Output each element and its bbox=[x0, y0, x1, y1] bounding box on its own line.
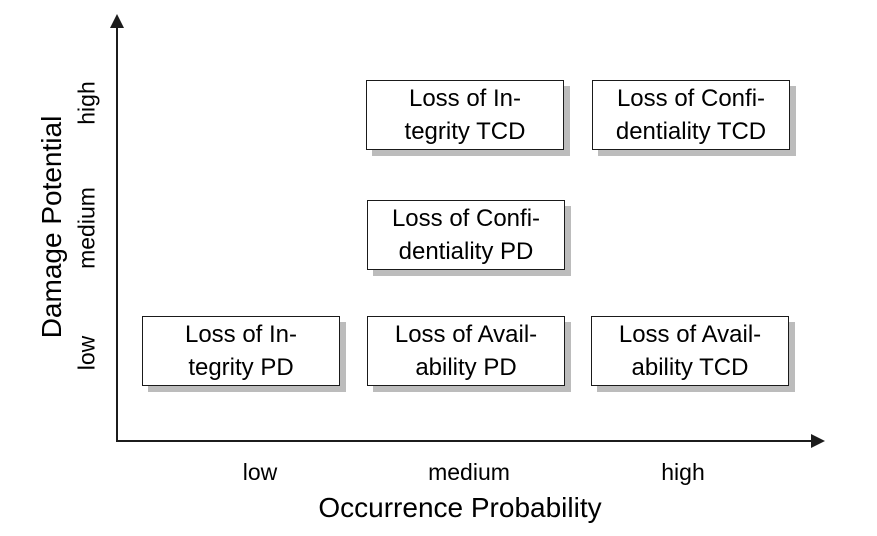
node-label-line: tegrity PD bbox=[188, 354, 294, 381]
node-loss-of-availability-tcd: Loss of Avail- ability TCD bbox=[591, 316, 789, 386]
node-label-line: Loss of Avail- bbox=[394, 321, 538, 348]
node-label-line: Loss of Confi- bbox=[616, 85, 766, 112]
y-tick-low: low bbox=[73, 335, 100, 371]
x-axis-title: Occurrence Probability bbox=[318, 492, 602, 523]
node-label-line: Loss of Avail- bbox=[618, 321, 762, 348]
node-label-line: Loss of In- bbox=[184, 321, 298, 348]
node-label-line: tegrity TCD bbox=[404, 118, 526, 145]
node-loss-of-availability-pd: Loss of Avail- ability PD bbox=[367, 316, 565, 386]
node-label-line: Loss of In- bbox=[408, 85, 522, 112]
node-label-line: Loss of Confi- bbox=[391, 205, 541, 232]
x-tick-high: high bbox=[661, 459, 705, 485]
node-label-line: ability TCD bbox=[631, 354, 749, 381]
node-loss-of-confidentiality-tcd: Loss of Confi- dentiality TCD bbox=[592, 80, 790, 150]
node-loss-of-integrity-pd: Loss of In- tegrity PD bbox=[142, 316, 340, 386]
node-label-line: dentiality PD bbox=[398, 238, 534, 265]
arrow-right-icon bbox=[811, 434, 825, 448]
x-tick-medium: medium bbox=[428, 459, 510, 485]
node-loss-of-confidentiality-pd: Loss of Confi- dentiality PD bbox=[367, 200, 565, 270]
node-label-line: dentiality TCD bbox=[615, 118, 767, 145]
arrow-up-icon bbox=[110, 14, 124, 28]
y-tick-high: high bbox=[73, 81, 100, 125]
y-axis-line bbox=[116, 26, 118, 441]
y-tick-medium: medium bbox=[73, 187, 100, 269]
node-loss-of-integrity-tcd: Loss of In- tegrity TCD bbox=[366, 80, 564, 150]
y-axis-title: Damage Potential bbox=[36, 115, 67, 339]
x-axis-line bbox=[116, 440, 812, 442]
x-tick-low: low bbox=[242, 459, 278, 485]
node-label-line: ability PD bbox=[415, 354, 517, 381]
